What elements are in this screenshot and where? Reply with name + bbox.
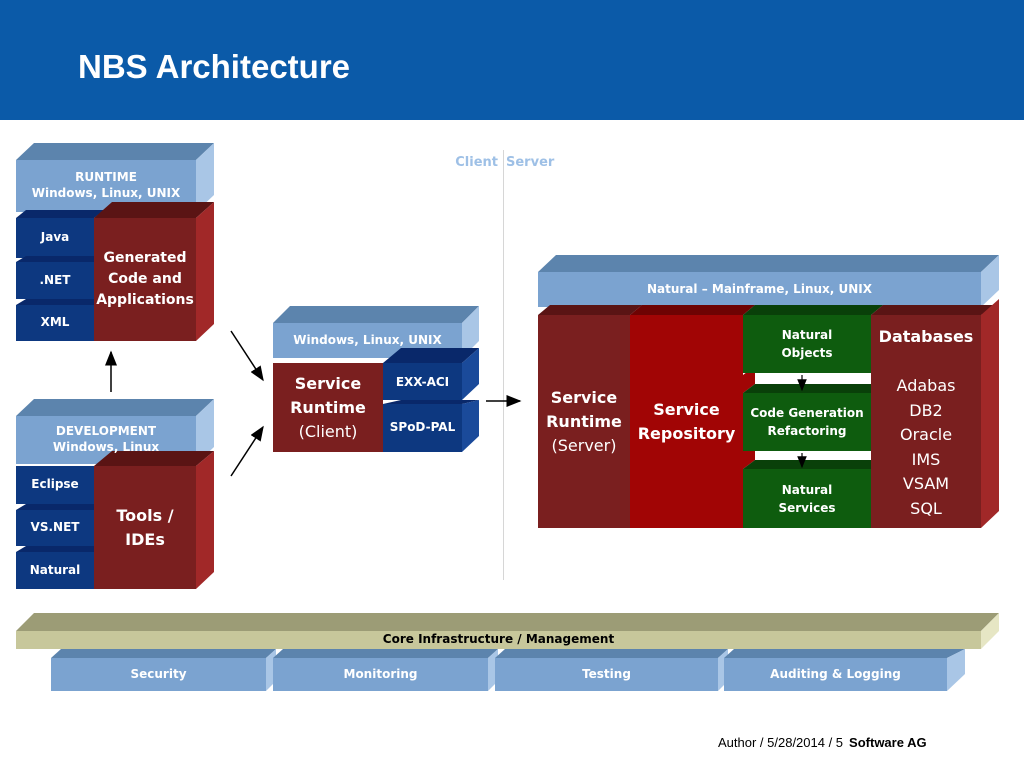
- security-box: [51, 649, 276, 691]
- core-item-security: Security: [130, 666, 187, 681]
- server-runtime-line1: Service: [550, 387, 618, 407]
- server-runtime-label: Service Runtime (Server): [538, 315, 630, 528]
- header-bar: NBS Architecture: [0, 0, 1024, 120]
- database-ims: IMS: [911, 449, 941, 469]
- exx-aci-label: EXX-ACI: [395, 375, 450, 389]
- client-runtime-line1: Service: [294, 373, 362, 393]
- service-repository-line1: Service: [653, 399, 720, 419]
- development-header: DEVELOPMENT Windows, Linux: [16, 416, 196, 464]
- core-item-auditing: Auditing & Logging: [770, 666, 901, 681]
- client-platform-label: Windows, Linux, UNIX: [293, 332, 442, 347]
- tools-ides-box: [94, 451, 214, 589]
- exx-aci-box: [383, 348, 479, 400]
- runtime-xml-box: [16, 299, 104, 341]
- runtime-java-box: [16, 210, 104, 258]
- testing-box: [495, 649, 728, 691]
- server-platform-box: [538, 255, 999, 307]
- footer: Author / 5/28/2014 / 5 Software AG: [718, 735, 927, 750]
- development-header-box: [16, 399, 214, 464]
- service-repository-label: Service Repository: [630, 315, 743, 528]
- core-item-monitoring: Monitoring: [343, 666, 418, 681]
- server-runtime-line3: (Server): [551, 435, 617, 455]
- database-db2: DB2: [909, 400, 943, 420]
- monitoring-box: [273, 649, 498, 691]
- server-runtime-line2: Runtime: [546, 411, 622, 431]
- runtime-title: RUNTIME: [75, 170, 137, 185]
- client-server-divider: [503, 150, 504, 580]
- client-runtime-line3: (Client): [298, 421, 358, 441]
- runtime-to-client-arrow: [230, 330, 264, 382]
- dev-to-client-arrow: [230, 425, 264, 477]
- natural-objects-box: [743, 305, 883, 373]
- footer-brand: Software AG: [849, 735, 927, 750]
- core-item-testing: Testing: [582, 666, 631, 681]
- dev-item-eclipse: Eclipse: [31, 477, 79, 492]
- natural-services-label: Natural Services: [778, 482, 836, 515]
- runtime-header-box: [16, 143, 214, 212]
- server-runtime-box: [538, 305, 642, 528]
- database-adabas: Adabas: [896, 376, 956, 395]
- runtime-platforms: Windows, Linux, UNIX: [31, 186, 181, 200]
- dev-item-natural: Natural: [29, 562, 81, 577]
- page-title: NBS Architecture: [78, 48, 351, 85]
- dev-eclipse-box: [16, 466, 94, 504]
- database-sql: SQL: [910, 498, 942, 518]
- development-platforms: Windows, Linux: [52, 440, 160, 454]
- tools-ides-label: Tools / IDEs: [116, 505, 174, 549]
- client-runtime-box: [273, 363, 383, 452]
- natural-objects-label: Natural Objects: [781, 328, 833, 360]
- runtime-item-java: Java: [40, 230, 70, 245]
- client-runtime-label: Service Runtime (Client): [273, 363, 383, 452]
- client-label: Client: [455, 154, 498, 170]
- generated-code-label: Generated Code and Applications: [96, 250, 194, 308]
- database-oracle: Oracle: [899, 425, 953, 445]
- dev-item-vsnet: VS.NET: [30, 520, 80, 535]
- dev-natural-box: [16, 546, 104, 589]
- dev-vsnet-box: [16, 504, 104, 546]
- natural-services-box: [743, 460, 883, 528]
- runtime-item-net: .NET: [39, 272, 71, 287]
- development-title: DEVELOPMENT: [55, 424, 157, 439]
- core-infrastructure-box: [16, 613, 999, 649]
- service-repository-box: [630, 305, 755, 528]
- spod-pal-label: SPoD-PAL: [389, 420, 456, 435]
- client-runtime-line2: Runtime: [290, 397, 366, 417]
- databases-title: Databases: [878, 326, 974, 346]
- service-repository-line2: Repository: [637, 423, 736, 443]
- generated-code-box: [94, 202, 214, 341]
- runtime-header: RUNTIME Windows, Linux, UNIX: [16, 160, 196, 212]
- runtime-item-xml: XML: [40, 315, 70, 330]
- core-infrastructure-label: Core Infrastructure / Management: [382, 632, 615, 647]
- database-vsam: VSAM: [902, 474, 950, 494]
- auditing-box: [724, 649, 965, 691]
- server-label: Server: [506, 154, 555, 170]
- footer-text: Author / 5/28/2014 / 5: [718, 735, 844, 750]
- server-platform-label: Natural – Mainframe, Linux, UNIX: [646, 281, 873, 296]
- runtime-net-box: [16, 256, 104, 299]
- databases-box: [871, 299, 999, 528]
- spod-pal-box: [383, 400, 479, 452]
- code-generation-box: [743, 384, 883, 451]
- databases-list: Adabas DB2 Oracle IMS VSAM SQL: [871, 374, 981, 522]
- code-generation-label: Code Generation Refactoring: [750, 406, 864, 438]
